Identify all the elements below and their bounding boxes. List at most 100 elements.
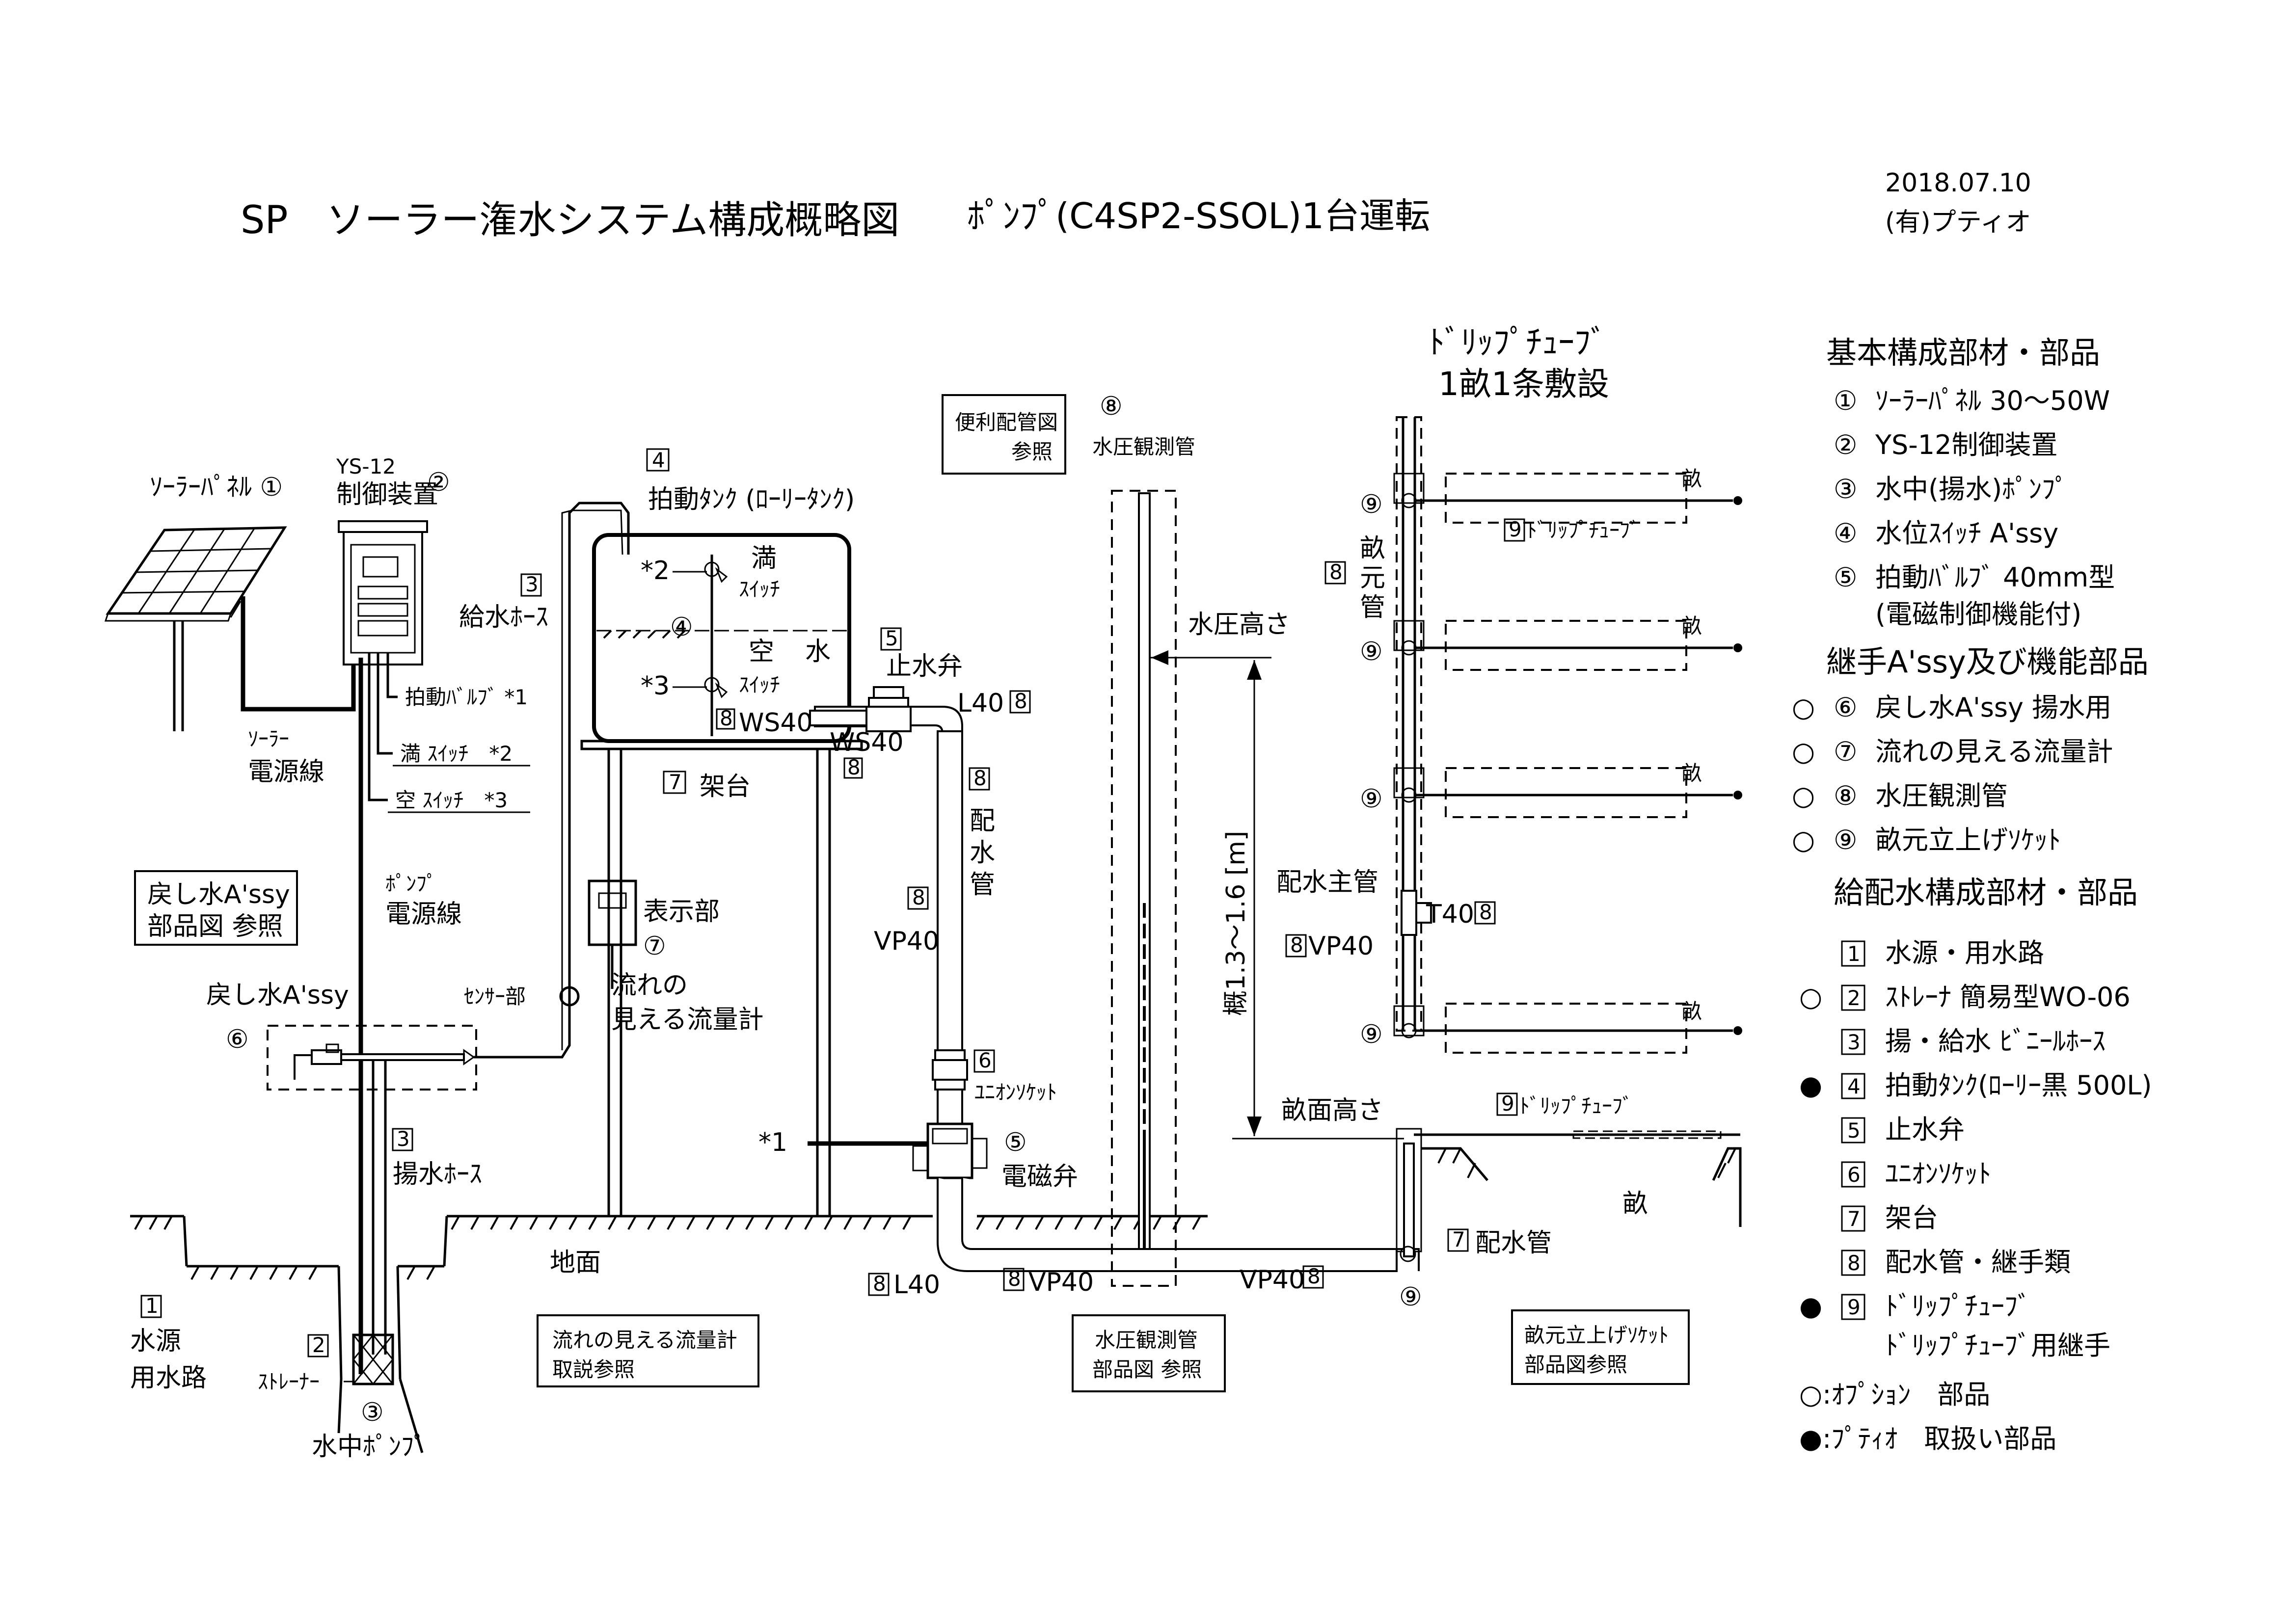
legend-handled-note: ●:ﾌﾟﾃｨｵ 取扱い部品 — [1799, 1423, 2056, 1454]
convenient-ref-1: 便利配管図 — [955, 410, 1058, 434]
dimension-arrow-bot — [1247, 1117, 1262, 1136]
t40-num-box — [1474, 901, 1496, 925]
ridge-bot — [1421, 1147, 1742, 1227]
vp40-mid-num-box — [1302, 1265, 1324, 1289]
ws40b-pipe — [809, 710, 867, 726]
legend-supply-num-box — [1841, 1073, 1865, 1099]
star2: *2 — [641, 556, 670, 585]
drip-tube-num: 9 — [1509, 517, 1522, 541]
riser-num-4: ⑨ — [1360, 1020, 1383, 1049]
height-range-label: 概1.3～1.6 [m] — [1221, 831, 1251, 1016]
strainer-num-box — [307, 1334, 329, 1357]
legend-joint-items: ○ ⑥ 戻し水A'ssy 揚水用 ○ ⑦ 流れの見える流量計 ○ ⑧ 水圧観測管… — [1792, 692, 2113, 855]
ground-hatch — [134, 1216, 912, 1280]
vp40-mid-label: VP40 — [1240, 1265, 1305, 1295]
controller-model: YS-12 — [336, 454, 396, 479]
flow-num: ⑦ — [643, 931, 666, 961]
legend-supply-num-box — [1841, 1117, 1865, 1144]
t40-branch — [1415, 902, 1432, 924]
legend-basic-text: YS-12制御装置 — [1875, 429, 2057, 460]
t40-fitting — [1401, 890, 1417, 936]
stop-valve-label: 止水弁 — [886, 652, 963, 681]
supply-hose-num-box — [520, 573, 542, 597]
legend-joint-mark: ○ — [1792, 692, 1815, 723]
drip-tube-bot-dash — [1572, 1130, 1722, 1139]
solenoid-valve — [912, 1122, 988, 1179]
l40-bot-num: 8 — [873, 1272, 886, 1296]
gauge-ref-box — [1072, 1314, 1226, 1392]
ridge-pipe-3: 管 — [1360, 593, 1385, 622]
legend-joint-num: ⑥ — [1834, 692, 1857, 723]
supply-hose-inner — [561, 509, 623, 1050]
legend-supply-mark: ● — [1799, 1291, 1822, 1322]
vp40-num-box — [907, 886, 929, 910]
dist-pipe-underground-inner — [961, 1178, 1397, 1250]
gauge-area — [1111, 490, 1177, 1287]
legend-supply-mark: ○ — [1799, 982, 1822, 1012]
legend-supply-num: 8 — [1847, 1251, 1861, 1275]
flow-label-2: 見える流量計 — [611, 1005, 763, 1035]
l40-top-num: 8 — [1014, 689, 1027, 713]
ws40b-num-box — [843, 757, 863, 779]
legend-supply-text: ﾄﾞﾘｯﾌﾟﾁｭｰﾌﾞ — [1885, 1291, 2031, 1322]
legend-basic-text: ｿｰﾗｰﾊﾟﾈﾙ 30～50W — [1875, 385, 2110, 416]
water-source-num: 1 — [145, 1294, 159, 1318]
wire-valve-label: 拍動ﾊﾞﾙﾌﾞ *1 — [405, 685, 528, 709]
controller-num: ② — [427, 468, 450, 497]
riser-bot-num: ⑨ — [1399, 1282, 1422, 1312]
solar-panel — [104, 526, 287, 731]
supply-hose — [474, 502, 630, 1059]
ridge-label-2: 畝 — [1681, 614, 1702, 638]
ws40b-num: 8 — [847, 755, 861, 779]
full-label: 満 — [751, 544, 777, 573]
union-num-box — [973, 1049, 995, 1073]
return-assy-label: 戻し水A'ssy — [206, 981, 349, 1010]
legend-supply-text: 拍動ﾀﾝｸ(ﾛｰﾘｰ黒 500L) — [1885, 1070, 2152, 1101]
supply-hose-num: 3 — [525, 572, 539, 596]
stand-num: 7 — [669, 770, 682, 794]
vp40-bot-label: VP40 — [1028, 1268, 1094, 1297]
legend-option-note: ○:ｵﾌﾟｼｮﾝ 部品 — [1799, 1379, 1990, 1410]
legend-supply-num: 1 — [1847, 942, 1861, 966]
flow-label-1: 流れの — [611, 971, 688, 1000]
legend-joint-text: 流れの見える流量計 — [1875, 736, 2113, 767]
riser-ref-2: 部品図参照 — [1524, 1353, 1627, 1377]
stop-valve-num: 5 — [885, 626, 898, 650]
ridge-label-4: 畝 — [1681, 999, 1702, 1023]
ws40-num: 8 — [720, 706, 733, 730]
riser-num-2: ⑨ — [1360, 637, 1383, 666]
solar-power-line-1: ｿｰﾗｰ — [248, 727, 289, 751]
ridge-label-1: 畝 — [1681, 467, 1702, 491]
pump-power-line-2: 電源線 — [385, 900, 462, 929]
legend-joint-text: 戻し水A'ssy 揚水用 — [1875, 692, 2111, 723]
legend-supply-text: 架台 — [1885, 1202, 1938, 1233]
legend-joint-text: 水圧観測管 — [1875, 780, 2008, 811]
legend-basic-items: ① ｿｰﾗｰﾊﾟﾈﾙ 30～50W ② YS-12制御装置 ③ 水中(揚水)ﾎﾟ… — [1834, 385, 2115, 630]
stand-top — [580, 740, 863, 750]
legend-supply-num: 7 — [1847, 1207, 1861, 1231]
drip-row-3 — [1393, 767, 1742, 818]
riser-ref-box — [1511, 1309, 1690, 1385]
riser-bot-joint — [1400, 1246, 1416, 1262]
star1: *1 — [758, 1128, 787, 1157]
dimension-arrow-top — [1247, 660, 1262, 680]
dist-pipe-num-box — [969, 767, 990, 791]
date: 2018.07.10 — [1885, 168, 2031, 198]
display-label: 表示部 — [643, 897, 720, 927]
l40-top-num-box — [1009, 690, 1031, 714]
dist-pipe-elbow — [911, 706, 963, 736]
legend-supply-heading: 給配水構成部材・部品 — [1834, 875, 2138, 910]
main-pipe-label: 配水主管 — [1276, 868, 1378, 897]
legend-supply-mark: ● — [1799, 1070, 1822, 1101]
legend-joint-num: ⑦ — [1834, 736, 1857, 767]
legend-supply-note: ﾄﾞﾘｯﾌﾟﾁｭｰﾌﾞ用継手 — [1885, 1330, 2110, 1361]
solar-power-cable — [241, 596, 356, 712]
legend-basic-note: (電磁制御機能付) — [1875, 599, 2081, 630]
legend-basic-text: 水中(揚水)ﾎﾟﾝﾌﾟ — [1875, 474, 2068, 505]
union-label: ﾕﾆｵﾝｿｹｯﾄ — [974, 1080, 1057, 1104]
legend-basic-text: 拍動ﾊﾞﾙﾌﾞ 40mm型 — [1875, 562, 2115, 593]
drip-tube-num-box — [1504, 518, 1525, 542]
flow-display-screen — [598, 892, 627, 909]
sensor-label: ｾﾝｻｰ部 — [464, 984, 526, 1009]
ridge-bot-hatch — [1437, 1148, 1736, 1178]
